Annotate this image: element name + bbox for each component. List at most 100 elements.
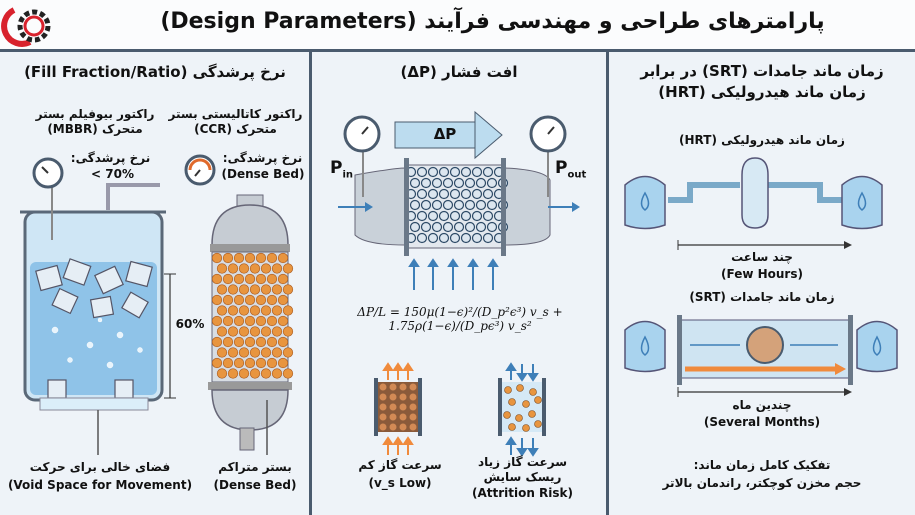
packing-particle	[438, 232, 450, 244]
catalyst-bead	[260, 347, 272, 358]
catalyst-bead	[233, 357, 245, 369]
catalyst-bead	[211, 357, 223, 369]
catalyst-bead	[508, 398, 516, 406]
delta-p-arrow-label: ΔP	[433, 125, 457, 143]
catalyst-bead	[233, 315, 245, 327]
srt-hrt-heading-line2: زمان ماند هیدرولیکی (HRT)	[658, 83, 866, 101]
catalyst-bead	[522, 400, 530, 408]
catalyst-bead	[379, 403, 387, 411]
packing-particle	[449, 166, 461, 178]
catalyst-bead	[233, 336, 245, 348]
ccr-column	[184, 154, 294, 455]
catalyst-bead	[211, 273, 223, 285]
catalyst-bead	[409, 413, 417, 421]
catalyst-bead	[503, 411, 511, 419]
ccr-title: راکتور کاتالیستی بستر متحرک (CCR)	[168, 107, 303, 136]
low-velocity-fa: سرعت گاز کم	[358, 458, 442, 472]
catalyst-bead	[233, 273, 245, 285]
low-velocity-bed	[374, 362, 422, 455]
arrow-head	[402, 362, 414, 371]
packing-particle	[431, 199, 443, 211]
catalyst-bead	[222, 336, 234, 348]
catalyst-bead	[222, 273, 234, 285]
catalyst-bead	[271, 263, 283, 274]
catalyst-bead	[260, 263, 272, 274]
packing-particle	[464, 177, 476, 189]
p-in-label: Pin	[330, 158, 354, 181]
srt-title: زمان ماند جامدات (SRT)	[689, 290, 835, 304]
catalyst-bead	[399, 413, 407, 421]
catalyst-bead	[409, 383, 417, 391]
packing-particle	[416, 166, 428, 178]
water-drop-icon	[872, 335, 882, 356]
catalyst-bead	[216, 305, 228, 316]
arrow-head	[516, 448, 528, 457]
arrow-head	[447, 258, 459, 267]
packing-particle	[475, 221, 487, 233]
packing-particle	[486, 177, 498, 189]
catalyst-bead	[249, 347, 261, 358]
catalyst-bead	[249, 326, 261, 337]
catalyst-bead	[379, 383, 387, 391]
packing-particle	[486, 221, 498, 233]
packing-particle	[438, 210, 450, 222]
catalyst-bead	[238, 263, 250, 274]
ccr-caption-fa: بستر متراکم	[218, 460, 292, 474]
catalyst-bead	[249, 263, 261, 274]
catalyst-bead	[277, 294, 289, 306]
catalyst-bead	[244, 336, 256, 348]
packing-particle	[475, 199, 487, 211]
catalyst-bead	[399, 423, 407, 431]
arrow-head	[505, 436, 517, 445]
catalyst-bead	[255, 294, 267, 306]
mbbr-caption-fa: فضای خالی برای حرکت	[29, 460, 171, 474]
catalyst-bead	[222, 315, 234, 327]
packing-particle	[460, 188, 472, 200]
hrt-diagram	[624, 157, 883, 250]
catalyst-bead	[271, 305, 283, 316]
catalyst-bead	[389, 423, 397, 431]
packing-particle	[475, 177, 487, 189]
srt-duration-fa: چندین ماه	[732, 398, 792, 412]
packing-particle	[471, 210, 483, 222]
packing-particle	[416, 232, 428, 244]
packing-particle	[442, 221, 454, 233]
packing-particle	[449, 188, 461, 200]
arrow-head	[402, 436, 414, 445]
column-divider	[309, 52, 312, 515]
fill-fraction-heading: نرخ پرشدگی (Fill Fraction/Ratio)	[24, 63, 286, 81]
packing-particle	[409, 221, 421, 233]
title-bar: پارامترهای طراحی و مهندسی فرآیند (Design…	[0, 0, 915, 52]
packing-particle	[482, 232, 494, 244]
hrt-duration-en: (Few Hours)	[721, 267, 803, 281]
arrow-head	[382, 362, 394, 371]
ccr-fill-value: (Dense Bed)	[221, 167, 305, 181]
catalyst-bead	[216, 368, 228, 379]
catalyst-bead	[260, 284, 272, 295]
packing-particle	[420, 177, 432, 189]
packing-particle	[453, 177, 465, 189]
packing-particle	[453, 199, 465, 211]
arrow-head	[505, 362, 517, 371]
catalyst-bead	[389, 413, 397, 421]
catalyst-bead	[266, 336, 278, 348]
pressure-drop-heading: افت فشار (ΔP)	[400, 63, 518, 81]
catalyst-bead	[271, 284, 283, 295]
catalyst-bead	[266, 294, 278, 306]
level-label: 60%	[175, 317, 205, 331]
packing-particle	[449, 210, 461, 222]
mbbr-title: راکتور بیوفیلم بستر متحرک (MBBR)	[35, 107, 155, 136]
catalyst-bead	[529, 388, 537, 396]
packing-particle	[464, 221, 476, 233]
packed-bed-reactor	[338, 110, 580, 290]
catalyst-bead	[255, 336, 267, 348]
catalyst-bead	[222, 294, 234, 306]
arrow-head	[408, 258, 420, 267]
srt-duration-en: (Several Months)	[703, 415, 821, 429]
catalyst-bead	[233, 252, 245, 264]
catalyst-bead	[216, 347, 228, 358]
arrow-head	[467, 258, 479, 267]
arrow-head	[527, 373, 539, 382]
water-drop-icon	[640, 191, 650, 211]
srt-hrt-heading-line1: زمان ماند جامدات (SRT) در برابر	[640, 62, 884, 80]
